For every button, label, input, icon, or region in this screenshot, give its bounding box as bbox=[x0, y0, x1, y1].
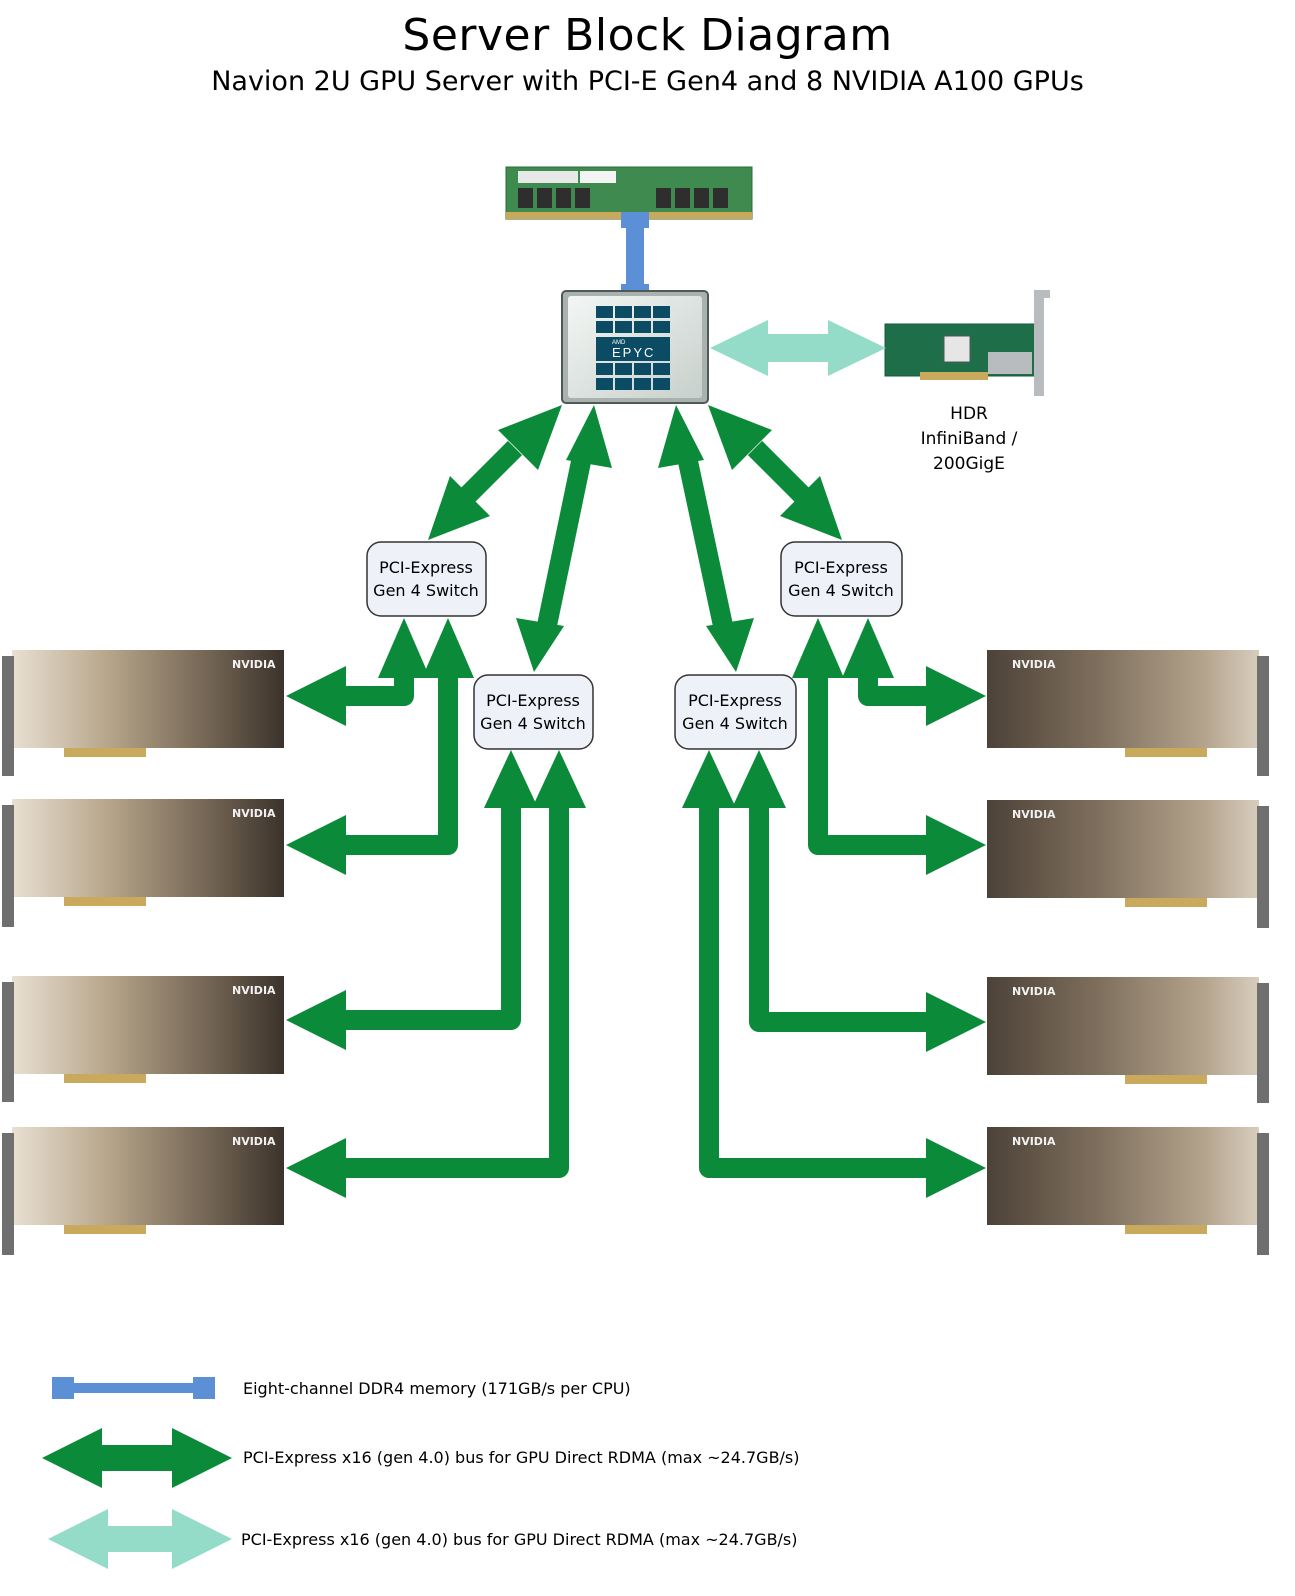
gpu-card-5: NVIDIA bbox=[987, 650, 1269, 776]
gpu-card-7: NVIDIA bbox=[987, 977, 1269, 1103]
pcie-switch-b: PCI-Express Gen 4 Switch bbox=[473, 674, 594, 750]
gpu-1-brand: NVIDIA bbox=[232, 658, 276, 671]
legend-swatch-memory bbox=[52, 1383, 215, 1393]
switch-b-line-1: PCI-Express bbox=[486, 691, 580, 710]
nic-bus-arrow bbox=[710, 320, 886, 376]
cpu-chip bbox=[561, 290, 709, 404]
gpu-6-brand: NVIDIA bbox=[1012, 808, 1056, 821]
link-switch-a-gpu-2 bbox=[340, 660, 458, 855]
gpu-card-1: NVIDIA bbox=[2, 650, 284, 776]
link-switch-c-gpu-8 bbox=[699, 792, 930, 1178]
legend-item-pcie-nic: PCI-Express x16 (gen 4.0) bus for GPU Di… bbox=[48, 1509, 798, 1569]
memory-dimm bbox=[505, 166, 753, 220]
legend-swatch-pcie-nic bbox=[48, 1509, 232, 1569]
legend-label-memory: Eight-channel DDR4 memory (171GB/s per C… bbox=[243, 1379, 631, 1398]
link-switch-b-gpu-4 bbox=[340, 792, 569, 1178]
cpu-link-switch-c bbox=[676, 449, 735, 638]
memory-bus-cap-top bbox=[621, 212, 649, 228]
gpu-card-3: NVIDIA bbox=[2, 976, 284, 1102]
link-switch-b-gpu-3 bbox=[340, 792, 521, 1030]
switch-a-line-2: Gen 4 Switch bbox=[373, 581, 479, 600]
network-card bbox=[884, 290, 1050, 396]
legend-swatch-memory-cap-right bbox=[193, 1377, 215, 1399]
gpu-3-brand: NVIDIA bbox=[232, 984, 276, 997]
gpu-card-6: NVIDIA bbox=[987, 800, 1269, 928]
pcie-switch-d: PCI-Express Gen 4 Switch bbox=[780, 541, 903, 617]
pcie-switch-c: PCI-Express Gen 4 Switch bbox=[674, 674, 797, 750]
gpu-card-4: NVIDIA bbox=[2, 1127, 284, 1255]
cpu-brand-label: AMD bbox=[612, 340, 626, 346]
legend-item-pcie-gpu: PCI-Express x16 (gen 4.0) bus for GPU Di… bbox=[42, 1428, 800, 1488]
legend-item-memory: Eight-channel DDR4 memory (171GB/s per C… bbox=[52, 1377, 631, 1399]
switch-b-line-2: Gen 4 Switch bbox=[480, 714, 586, 733]
switch-d-line-1: PCI-Express bbox=[794, 558, 888, 577]
switch-c-line-1: PCI-Express bbox=[688, 691, 782, 710]
legend: Eight-channel DDR4 memory (171GB/s per C… bbox=[42, 1377, 800, 1569]
page-subtitle: Navion 2U GPU Server with PCI-E Gen4 and… bbox=[211, 66, 1084, 97]
cpu-model-label: EPYC bbox=[612, 345, 655, 360]
switch-a-line-1: PCI-Express bbox=[379, 558, 473, 577]
legend-swatch-memory-cap-left bbox=[52, 1377, 74, 1399]
legend-label-pcie-gpu: PCI-Express x16 (gen 4.0) bus for GPU Di… bbox=[243, 1448, 800, 1467]
nic-label-line-2: InfiniBand / bbox=[921, 429, 1018, 449]
gpu-2-brand: NVIDIA bbox=[232, 807, 276, 820]
switch-gpu-links bbox=[340, 660, 930, 1178]
gpu-4-brand: NVIDIA bbox=[232, 1135, 276, 1148]
cpu-switch-arrowheads bbox=[428, 405, 842, 672]
legend-swatch-pcie-gpu bbox=[42, 1428, 232, 1488]
link-switch-c-gpu-7 bbox=[749, 792, 930, 1032]
cpu-switch-links bbox=[447, 440, 823, 638]
nic-label-line-3: 200GigE bbox=[933, 454, 1005, 474]
pcie-switch-a: PCI-Express Gen 4 Switch bbox=[366, 541, 487, 617]
memory-bus-line bbox=[626, 214, 644, 302]
switch-c-line-2: Gen 4 Switch bbox=[682, 714, 788, 733]
gpu-card-2: NVIDIA bbox=[2, 799, 284, 927]
gpu-card-8: NVIDIA bbox=[987, 1127, 1269, 1255]
switch-gpu-arrowheads bbox=[286, 618, 986, 1198]
switch-d-line-2: Gen 4 Switch bbox=[788, 581, 894, 600]
nic-label-line-1: HDR bbox=[950, 404, 988, 424]
legend-label-pcie-nic: PCI-Express x16 (gen 4.0) bus for GPU Di… bbox=[241, 1530, 798, 1549]
gpu-7-brand: NVIDIA bbox=[1012, 985, 1056, 998]
cpu-link-switch-b bbox=[535, 449, 593, 638]
gpu-5-brand: NVIDIA bbox=[1012, 658, 1056, 671]
link-switch-d-gpu-6 bbox=[808, 660, 930, 855]
page-title: Server Block Diagram bbox=[402, 10, 893, 61]
gpu-8-brand: NVIDIA bbox=[1012, 1135, 1056, 1148]
